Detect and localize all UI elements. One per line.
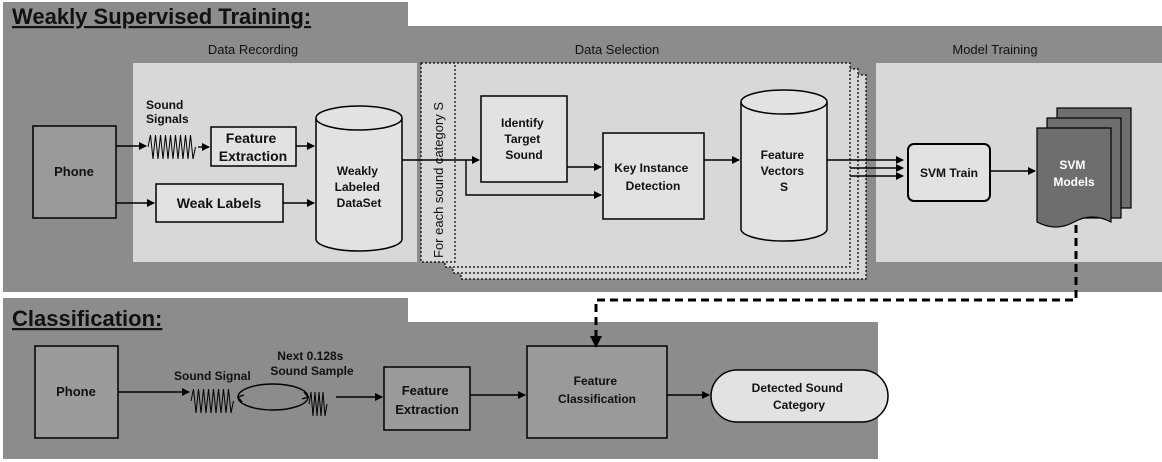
detected-category-box: [710, 369, 889, 423]
feature-classification-label: Feature Classification: [558, 374, 636, 406]
training-connectors: [116, 142, 1036, 207]
training-phone-label: Phone: [54, 164, 94, 179]
identify-target-box: [480, 95, 568, 183]
feature-classification-box: [526, 345, 668, 439]
classification-sound-signal-label: Sound Signal: [174, 369, 251, 383]
classification-title: Classification:: [12, 306, 162, 331]
svm-link-arrowhead: [590, 336, 602, 348]
loop-arrow-right: [301, 391, 310, 400]
classification-connectors: [118, 388, 710, 401]
training-title: Weakly Supervised Training:: [12, 4, 311, 29]
identify-target-label: Identify Target Sound: [501, 116, 547, 162]
detected-category-label: Detected Sound Category: [752, 381, 847, 412]
classification-phone-label: Phone: [56, 384, 96, 399]
training-phone-box: [32, 125, 117, 219]
classification-waveform-icon: [190, 388, 234, 414]
classification-feature-extraction-label: Feature Extraction: [395, 383, 459, 417]
dataset-cylinder: [315, 105, 403, 252]
key-instance-label: Key Instance Detection: [614, 161, 691, 193]
key-instance-box: [602, 132, 705, 220]
feature-vectors-label: Feature Vectors S: [761, 148, 808, 194]
sample-waveform-icon: [308, 391, 328, 417]
training-feature-extraction-label: Feature Extraction: [219, 130, 287, 164]
classification-panel: Classification: Phone Sound Signal Next …: [3, 298, 889, 459]
svm-train-label: SVM Train: [920, 166, 978, 180]
weak-labels-label: Weak Labels: [177, 195, 262, 211]
classification-feature-extraction-box: [383, 366, 471, 431]
training-panel: Weakly Supervised Training: Data Recordi…: [3, 2, 1162, 292]
svm-to-classification-link: [594, 225, 1078, 344]
svm-models-stack: [1036, 107, 1132, 228]
section-data-selection: Data Selection: [575, 42, 660, 57]
svm-models-label: SVM Models: [1053, 158, 1095, 189]
section-data-recording: Data Recording: [208, 42, 298, 57]
training-waveform-icon: [147, 134, 196, 160]
next-sample-label: Next 0.128s Sound Sample: [270, 349, 354, 378]
feature-vectors-cylinder: [740, 89, 828, 242]
for-each-band: [420, 62, 456, 263]
dataset-label: Weakly Labeled DataSet: [335, 164, 384, 210]
weak-labels-box: [155, 183, 284, 223]
svm-train-box: [907, 143, 991, 202]
sound-signals-label: Sound Signals: [146, 98, 189, 126]
loop-arrow-left: [236, 394, 245, 403]
for-each-label: For each sound category S: [431, 102, 446, 258]
section-model-training: Model Training: [952, 42, 1037, 57]
